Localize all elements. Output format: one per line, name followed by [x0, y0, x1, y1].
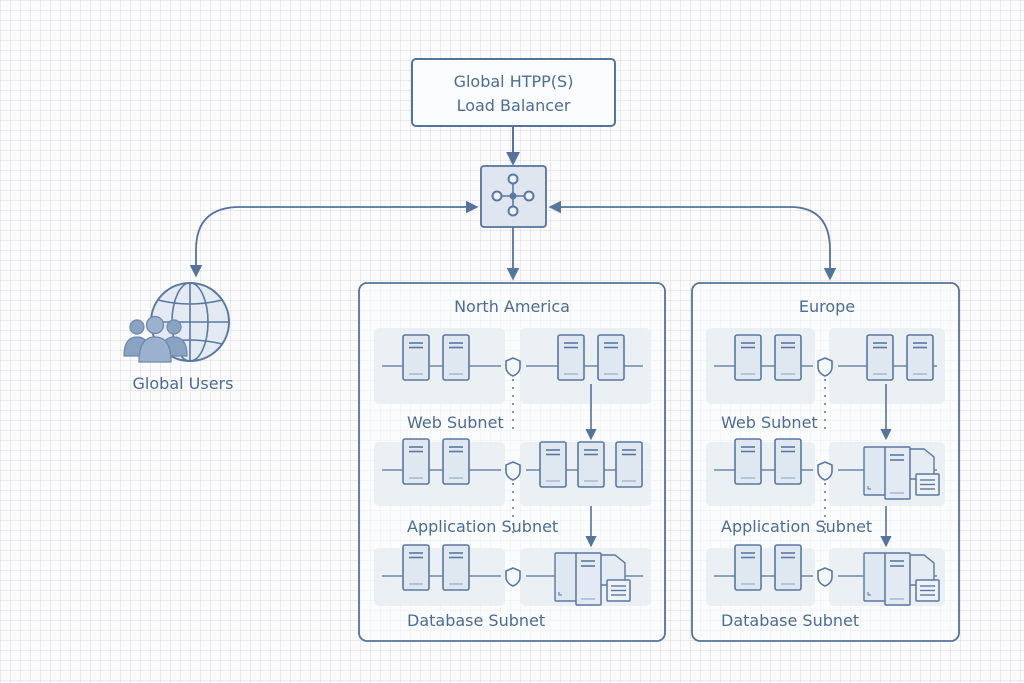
server-icon	[577, 441, 605, 488]
server-icon	[442, 334, 470, 381]
load-balancer-title-line1: Global HTPP(S)	[454, 72, 574, 91]
subnet-label: Database Subnet	[721, 611, 859, 630]
subnet-database-subnet[interactable]: Database Subnet	[374, 544, 651, 630]
server-icon	[442, 438, 470, 485]
global-users-label: Global Users	[133, 374, 234, 393]
database-cluster-icon	[863, 552, 940, 606]
europe-hub-connector	[548, 200, 837, 281]
network-hub-icon	[491, 173, 535, 217]
server-icon	[597, 334, 625, 381]
subnet-database-subnet[interactable]: Database Subnet	[706, 544, 945, 630]
network-hub-node[interactable]	[480, 165, 547, 228]
subnet-application-subnet[interactable]: Application Subnet	[706, 438, 945, 536]
subnet-label: Web Subnet	[407, 413, 504, 432]
server-icon	[557, 334, 585, 381]
server-icon	[734, 544, 762, 591]
subnet-label: Application Subnet	[407, 517, 558, 536]
firewall-shield-icon	[817, 567, 833, 587]
users-hub-connector	[189, 200, 479, 278]
server-icon	[539, 441, 567, 488]
database-cluster-icon	[863, 446, 940, 500]
firewall-shield-icon	[817, 461, 833, 481]
server-icon	[442, 544, 470, 591]
server-icon	[734, 334, 762, 381]
server-icon	[774, 334, 802, 381]
server-icon	[402, 544, 430, 591]
subnet-label: Web Subnet	[721, 413, 818, 432]
firewall-shield-icon	[505, 461, 521, 481]
server-icon	[774, 544, 802, 591]
subnet-application-subnet[interactable]: Application Subnet	[374, 438, 651, 536]
load-balancer-title-line2: Load Balancer	[457, 96, 571, 115]
global-users-node[interactable]: Global Users	[123, 282, 234, 393]
database-cluster-icon	[554, 552, 631, 606]
users-group-icon	[123, 315, 188, 363]
server-icon	[402, 334, 430, 381]
server-icon	[734, 438, 762, 485]
server-icon	[906, 334, 934, 381]
server-icon	[774, 438, 802, 485]
server-icon	[402, 438, 430, 485]
region-title: Europe	[799, 297, 855, 316]
firewall-shield-icon	[817, 357, 833, 377]
subnet-web-subnet[interactable]: Web Subnet	[374, 328, 651, 432]
load-balancer-node[interactable]: Global HTPP(S) Load Balancer	[411, 58, 616, 127]
firewall-shield-icon	[505, 357, 521, 377]
subnet-label: Database Subnet	[407, 611, 545, 630]
region-title: North America	[454, 297, 570, 316]
server-icon	[615, 441, 643, 488]
subnet-panel-left	[374, 548, 505, 606]
server-icon	[866, 334, 894, 381]
subnet-panel-left	[374, 442, 505, 506]
firewall-shield-icon	[505, 567, 521, 587]
subnet-web-subnet[interactable]: Web Subnet	[706, 328, 945, 432]
subnet-label: Application Subnet	[721, 517, 872, 536]
